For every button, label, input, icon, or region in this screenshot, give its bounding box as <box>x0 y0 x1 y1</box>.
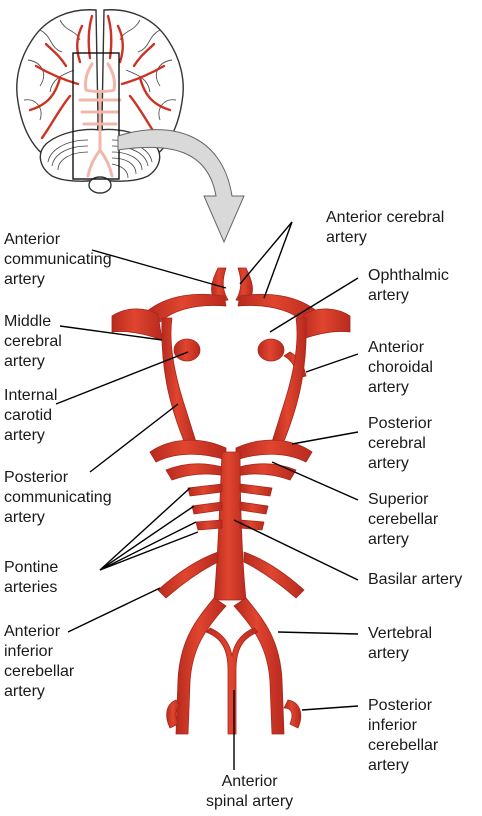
label-line: Pontine <box>4 559 59 576</box>
label-line: artery <box>4 509 45 526</box>
brain-inset <box>16 9 184 194</box>
label-vertebral-artery: Vertebral artery <box>368 624 432 664</box>
label-line: cerebellar <box>368 511 439 528</box>
label-line: artery <box>326 229 367 246</box>
label-anterior-inferior-cerebellar-artery: Anterior inferior cerebellar artery <box>4 622 74 702</box>
label-line: artery <box>4 353 45 370</box>
pointer-arrow <box>117 129 245 244</box>
label-anterior-cerebral-artery: Anterior cerebral artery <box>326 208 444 248</box>
label-line: artery <box>368 455 409 472</box>
label-line: cerebellar <box>4 663 75 680</box>
label-internal-carotid-artery: Internal carotid artery <box>4 386 57 446</box>
label-line: Posterior <box>368 697 433 714</box>
label-anterior-spinal-artery: Anterior spinal artery <box>206 772 293 812</box>
label-line: choroidal <box>368 359 433 376</box>
label-line: Anterior <box>221 773 278 790</box>
label-line: Basilar artery <box>368 571 463 588</box>
label-posterior-communicating-artery: Posterior communicating artery <box>4 468 112 528</box>
label-ophthalmic-artery: Ophthalmic artery <box>368 266 449 306</box>
label-line: Superior <box>368 491 429 508</box>
leader-lines <box>55 221 359 770</box>
label-line: Posterior <box>4 469 69 486</box>
label-line: artery <box>368 379 409 396</box>
label-line: cerebral <box>4 333 62 350</box>
label-anterior-choroidal-artery: Anterior choroidal artery <box>368 338 433 398</box>
label-line: inferior <box>4 643 53 660</box>
label-line: artery <box>368 645 409 662</box>
label-line: Anterior <box>4 231 61 248</box>
label-line: carotid <box>4 407 53 424</box>
label-line: communicating <box>4 251 112 268</box>
label-line: arteries <box>4 579 58 596</box>
label-line: Anterior <box>368 339 425 356</box>
label-line: artery <box>4 427 45 444</box>
label-posterior-inferior-cerebellar-artery: Posterior inferior cerebellar artery <box>368 696 438 776</box>
label-anterior-communicating-artery: Anterior communicating artery <box>4 230 112 290</box>
label-line: artery <box>368 287 409 304</box>
label-line: cerebral <box>368 435 426 452</box>
label-line: artery <box>368 757 409 774</box>
label-line: Anterior <box>4 623 61 640</box>
label-line: Anterior cerebral <box>326 209 445 226</box>
label-line: spinal artery <box>206 793 294 810</box>
label-line: artery <box>4 683 45 700</box>
label-line: Internal <box>4 387 58 404</box>
label-pontine-arteries: Pontine arteries <box>4 558 58 598</box>
label-line: Ophthalmic <box>368 267 449 284</box>
label-line: artery <box>368 531 409 548</box>
label-posterior-cerebral-artery: Posterior cerebral artery <box>368 414 432 474</box>
label-middle-cerebral-artery: Middle cerebral artery <box>4 312 62 372</box>
label-line: inferior <box>368 717 417 734</box>
label-line: communicating <box>4 489 112 506</box>
label-line: artery <box>4 271 45 288</box>
label-line: Middle <box>4 313 52 330</box>
label-line: Posterior <box>368 415 433 432</box>
label-line: Vertebral <box>368 625 433 642</box>
label-superior-cerebellar-artery: Superior cerebellar artery <box>368 490 438 550</box>
label-basilar-artery: Basilar artery <box>368 570 462 590</box>
label-line: cerebellar <box>368 737 439 754</box>
